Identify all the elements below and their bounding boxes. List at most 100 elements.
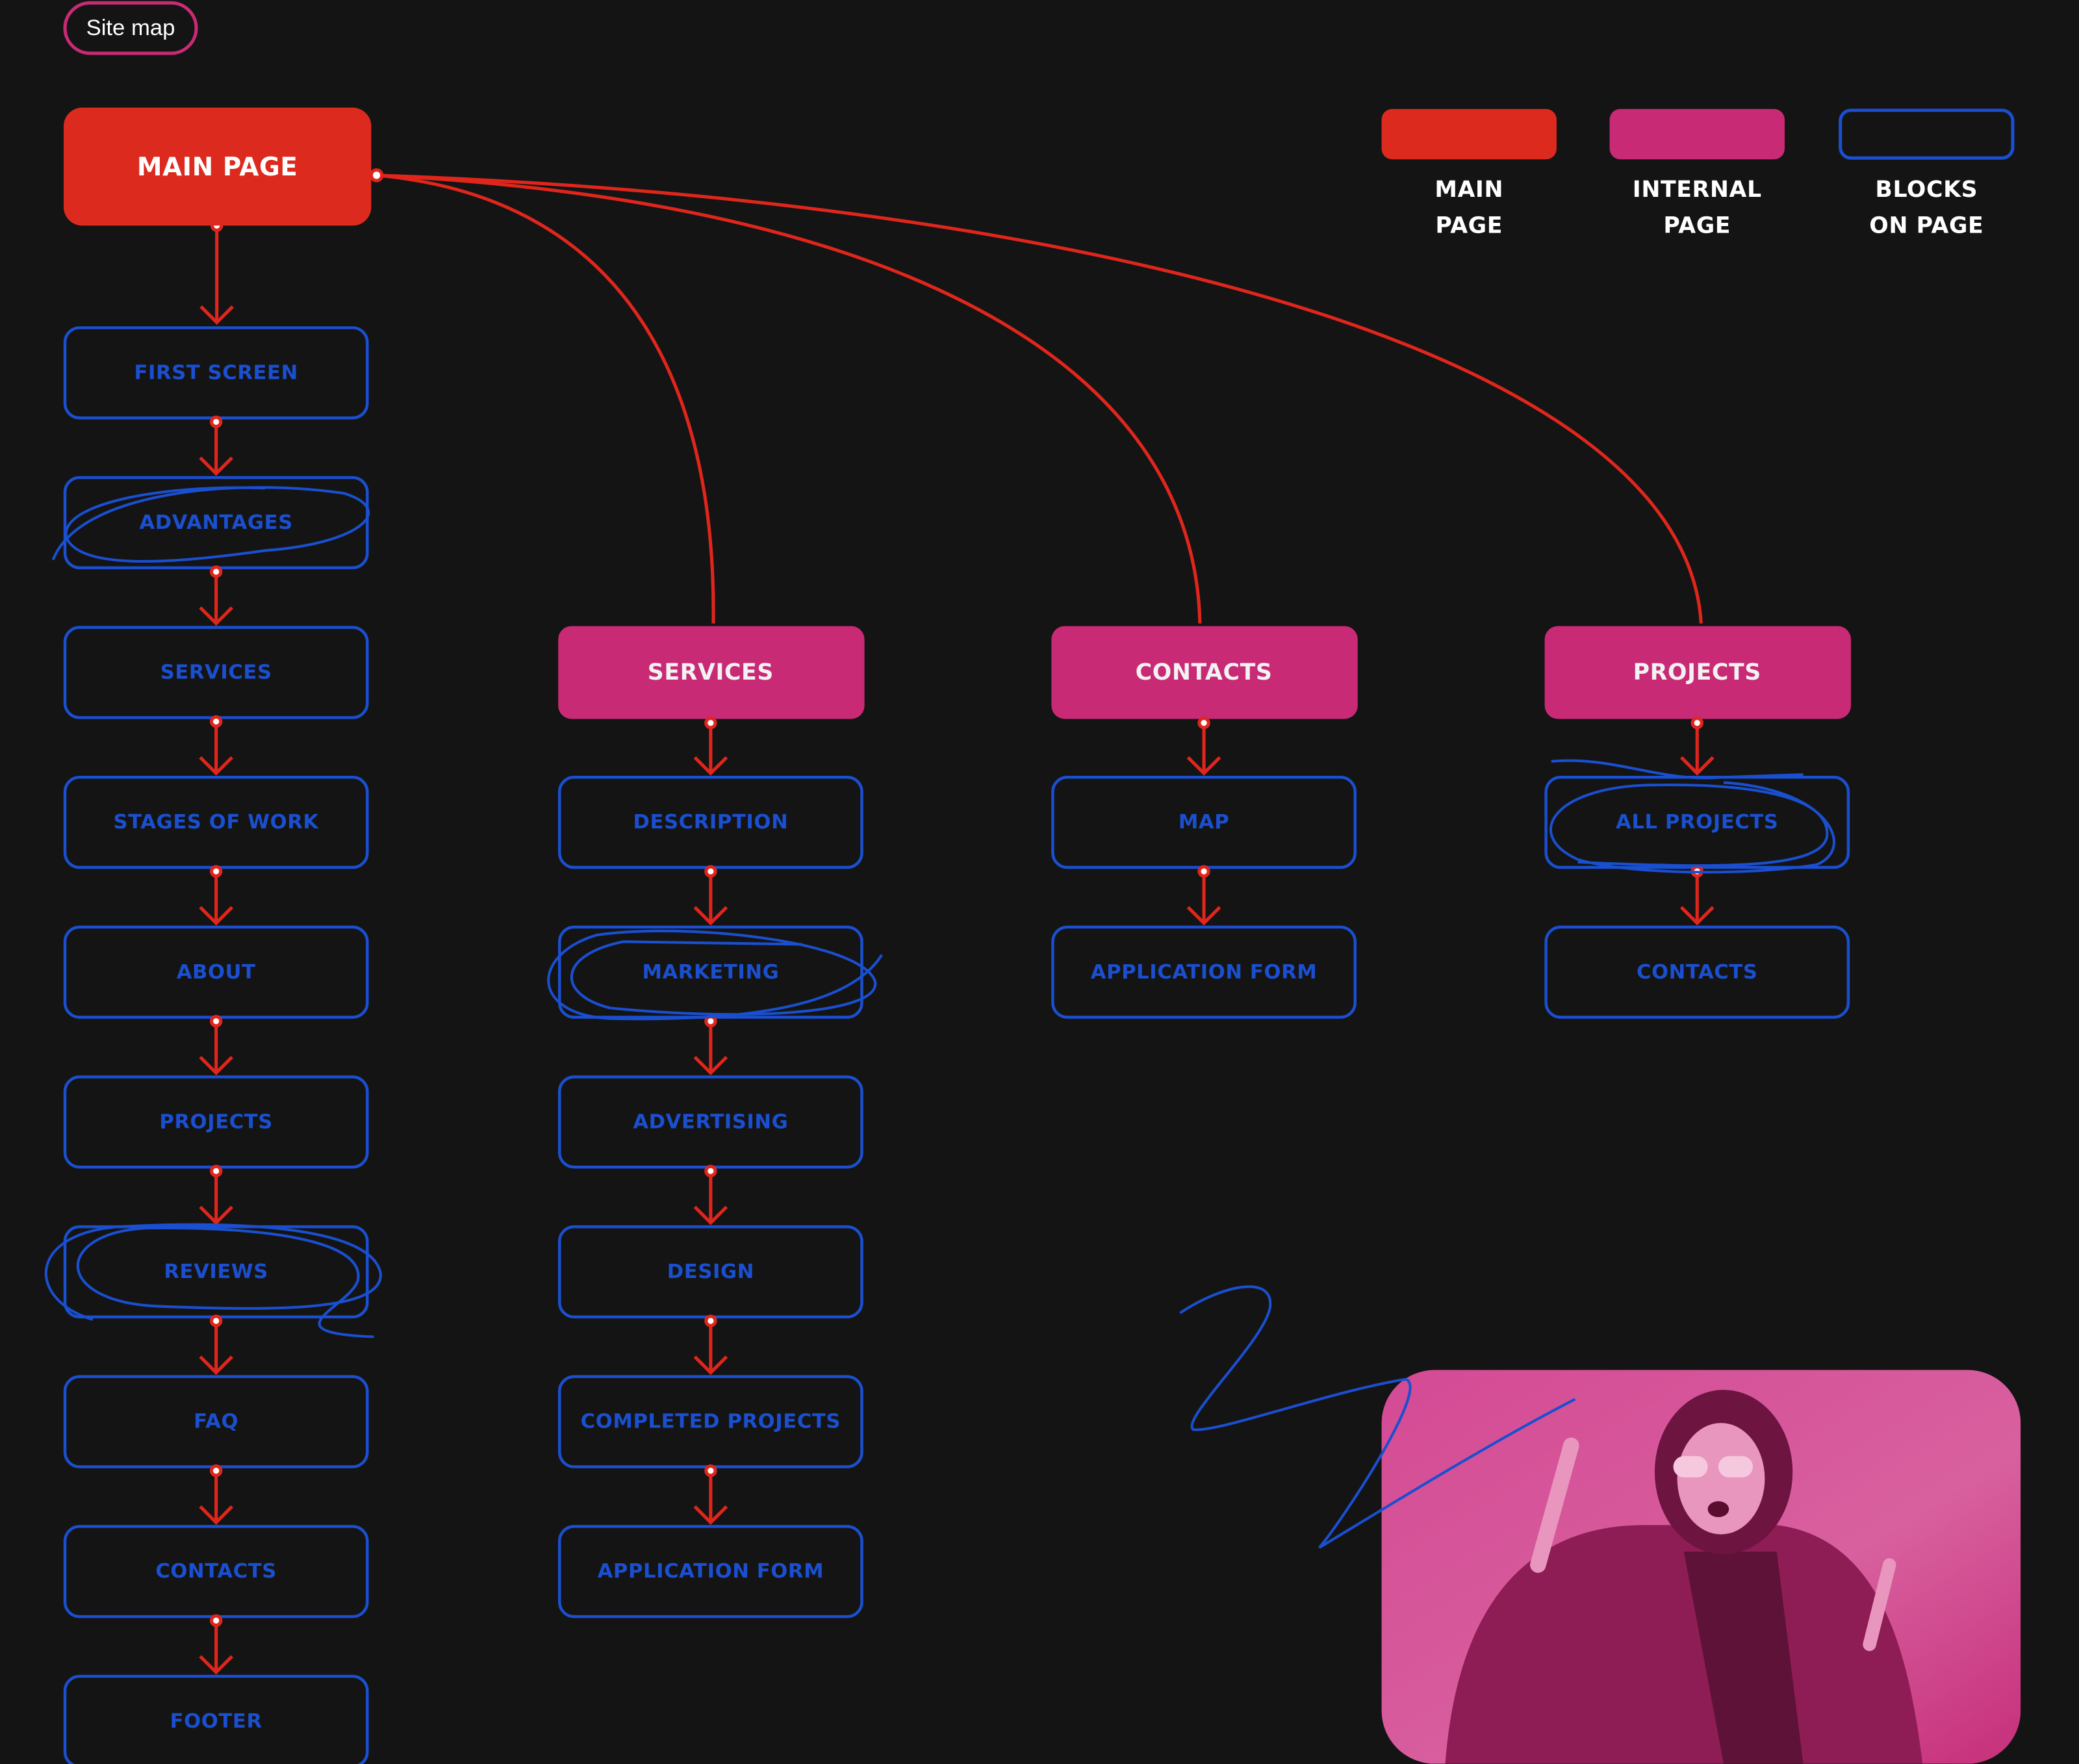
block-label: DESIGN [667, 1260, 754, 1283]
internal-page-projects[interactable]: PROJECTS [1544, 626, 1851, 719]
block-footer[interactable]: FOOTER [63, 1674, 369, 1764]
block-advertising[interactable]: ADVERTISING [557, 1075, 863, 1169]
block-label: DESCRIPTION [633, 811, 788, 834]
internal-page-label: CONTACTS [1136, 659, 1273, 685]
connector-arrow [199, 415, 233, 476]
photo-dancing-woman [1381, 1370, 2021, 1764]
block-label: FIRST SCREEN [134, 361, 298, 384]
block-label: COMPLETED PROJECTS [581, 1411, 841, 1433]
scribble-marketing [547, 929, 883, 1021]
site-map-chip[interactable]: Site map [63, 1, 198, 55]
block-label: STAGES OF WORK [114, 811, 320, 834]
internal-page-label: PROJECTS [1633, 659, 1761, 685]
connector-arrow [693, 865, 728, 926]
block-label: MARKETING [642, 961, 779, 984]
scribble-reviews [44, 1223, 382, 1338]
main-page-connectors [376, 173, 1703, 624]
connector-arrow [199, 1015, 233, 1075]
connector-dot-icon [209, 415, 223, 429]
connector-arrow [199, 219, 234, 325]
connector-arrow [1186, 716, 1221, 776]
scribble-zigzag [1179, 1285, 1576, 1549]
block-label: APPLICATION FORM [1091, 961, 1318, 984]
block-label: ADVERTISING [633, 1110, 788, 1133]
connector-arrow [693, 1015, 728, 1075]
block-map[interactable]: MAP [1051, 776, 1357, 869]
connector-arrow [199, 715, 233, 776]
connector-dot-icon [209, 565, 223, 578]
connector-arrow [1679, 716, 1715, 776]
legend-blocks-line1: BLOCKS [1875, 177, 1978, 203]
connector-dot-icon [209, 865, 223, 878]
block-marketing[interactable]: MARKETING [557, 925, 863, 1019]
block-all-projects[interactable]: ALL PROJECTS [1544, 776, 1850, 869]
connector-arrow [199, 565, 233, 626]
internal-page-label: SERVICES [648, 659, 774, 685]
connector-dot-icon [209, 715, 223, 728]
legend-internal-line2: PAGE [1663, 212, 1731, 238]
connector-arrow [199, 1164, 233, 1225]
connector-main-to-contacts [376, 173, 1202, 624]
connector-arrow [1679, 865, 1715, 926]
connector-arrow [199, 865, 233, 926]
scribble-advantages [51, 486, 370, 563]
main-page-node[interactable]: MAIN PAGE [63, 107, 384, 226]
connector-dot-icon [209, 1015, 223, 1028]
connector-arrow [693, 716, 728, 776]
site-map-title: Site map [86, 16, 175, 40]
block-completed-projects[interactable]: COMPLETED PROJECTS [557, 1375, 863, 1468]
block-description[interactable]: DESCRIPTION [557, 776, 863, 869]
connector-arrow [693, 1314, 728, 1375]
block-about[interactable]: ABOUT [63, 925, 369, 1019]
connector-dot-icon [1197, 865, 1210, 878]
block-label: ABOUT [177, 961, 256, 984]
legend-blocks-line2: ON PAGE [1869, 212, 1983, 238]
block-application-form[interactable]: APPLICATION FORM [1051, 925, 1357, 1019]
legend-swatch-block [1839, 109, 2015, 160]
legend-main-line2: PAGE [1435, 212, 1503, 238]
block-label: ADVANTAGES [139, 511, 292, 534]
block-label: SERVICES [160, 661, 272, 684]
connector-dot-icon [209, 1614, 223, 1627]
connector-main-to-services [376, 173, 715, 624]
connector-arrow [199, 1314, 233, 1375]
block-services[interactable]: SERVICES [63, 626, 369, 719]
block-label: CONTACTS [1637, 961, 1758, 984]
legend-main-line1: MAIN [1435, 177, 1503, 203]
block-application-form[interactable]: APPLICATION FORM [557, 1525, 863, 1618]
block-reviews[interactable]: REVIEWS [63, 1225, 369, 1319]
block-contacts[interactable]: CONTACTS [63, 1525, 369, 1618]
connector-dot-icon [704, 865, 717, 878]
connector-arrow [693, 1164, 728, 1225]
block-first-screen[interactable]: FIRST SCREEN [63, 326, 369, 420]
connector-dot-icon [1197, 716, 1210, 730]
connector-dot-icon [209, 1464, 223, 1477]
connector-main-to-projects [376, 173, 1703, 624]
connector-dot-icon [209, 1164, 223, 1178]
block-label: PROJECTS [159, 1110, 273, 1133]
block-label: APPLICATION FORM [598, 1560, 824, 1583]
connector-arrow [1186, 865, 1221, 926]
block-label: REVIEWS [164, 1260, 268, 1283]
connector-dot-icon [704, 716, 717, 730]
block-design[interactable]: DESIGN [557, 1225, 863, 1319]
internal-page-contacts[interactable]: CONTACTS [1051, 626, 1358, 719]
block-label: ALL PROJECTS [1616, 811, 1778, 834]
block-contacts[interactable]: CONTACTS [1544, 925, 1850, 1019]
block-label: FAQ [194, 1411, 238, 1433]
legend-internal-line1: INTERNAL [1633, 177, 1762, 203]
block-faq[interactable]: FAQ [63, 1375, 369, 1468]
legend: MAIN PAGE INTERNAL PAGE BLOCKS ON PAGE [1381, 109, 2015, 238]
block-projects[interactable]: PROJECTS [63, 1075, 369, 1169]
block-stages-of-work[interactable]: STAGES OF WORK [63, 776, 369, 869]
connector-dot-icon [704, 1164, 717, 1178]
block-label: FOOTER [170, 1710, 262, 1733]
legend-swatch-internal [1609, 109, 1785, 160]
block-label: MAP [1179, 811, 1229, 834]
internal-page-services[interactable]: SERVICES [558, 626, 865, 719]
connector-arrow [199, 1464, 233, 1525]
connector-dot-icon [704, 1464, 717, 1477]
connector-arrow [693, 1464, 728, 1525]
connector-dot-icon [209, 1314, 223, 1327]
